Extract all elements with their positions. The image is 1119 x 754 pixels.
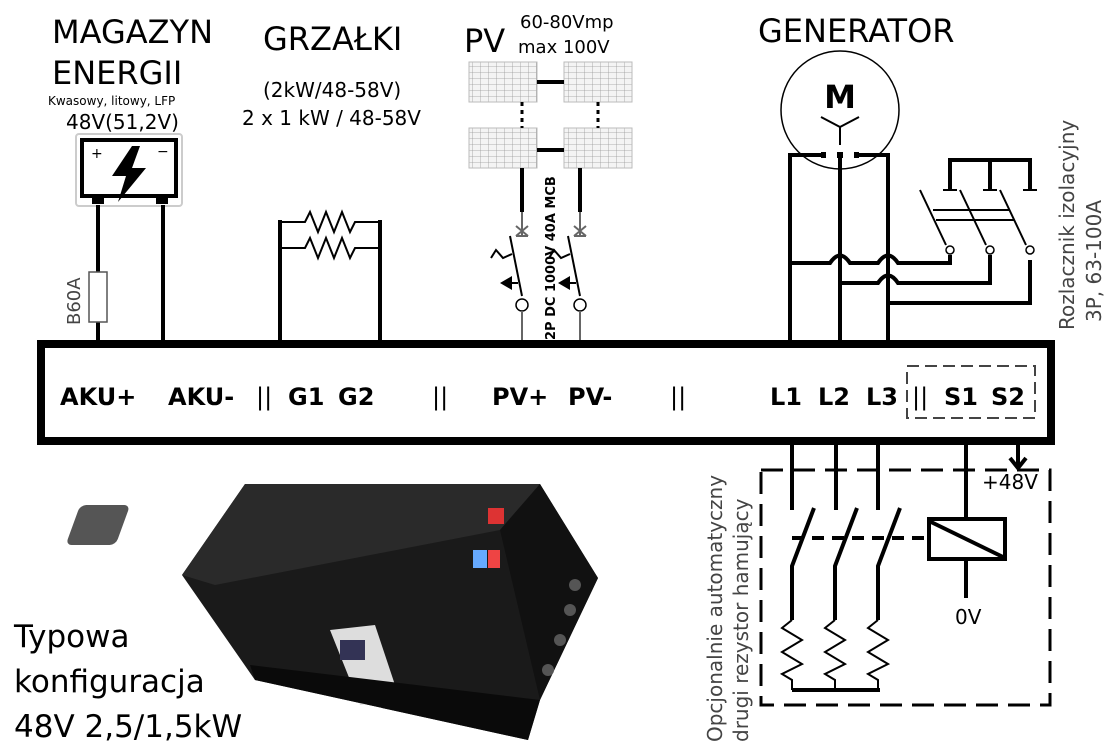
terminal-l1: L1	[770, 383, 802, 411]
terminal-pv-minus: PV-	[568, 383, 612, 411]
caption-line-2: konfiguracja	[14, 664, 205, 700]
motor-label: M	[824, 78, 856, 116]
generator-section: GENERATOR M Rozlacznik izolacyjny 3P, 63…	[758, 12, 1106, 343]
terminal-strip: AKU+ AKU- || G1 G2 || PV+ PV- || L1 L2 L…	[37, 340, 1055, 445]
zero-volt-label: 0V	[955, 605, 982, 629]
brake-label-1: Opcjonalnie automatyczny	[703, 475, 727, 742]
separator: ||	[432, 383, 448, 411]
pv-spec-1: 60-80Vmp	[520, 12, 614, 33]
disconnector-label-1: Rozlacznik izolacyjny	[1055, 120, 1079, 330]
terminal-l2: L2	[818, 383, 850, 411]
battery-section: MAGAZYN ENERGII Kwasowy, litowy, LFP 48V…	[48, 13, 213, 343]
relay-coil-icon	[927, 517, 1007, 561]
mcb-label: 2P DC 1000V 40A MCB	[544, 176, 559, 340]
pv-title: PV	[464, 22, 505, 60]
generator-title: GENERATOR	[758, 12, 954, 50]
terminal-l3: L3	[866, 383, 898, 411]
pv-section: PV 60-80Vmp max 100V	[464, 12, 633, 343]
caption-line-3: 48V 2,5/1,5kW	[14, 709, 242, 745]
separator: ||	[256, 383, 272, 411]
heaters-spec-1: (2kW/48-58V)	[263, 78, 401, 102]
caption: Typowa konfiguracja 48V 2,5/1,5kW	[13, 619, 242, 745]
caption-line-1: Typowa	[13, 619, 129, 655]
battery-types: Kwasowy, litowy, LFP	[48, 94, 175, 108]
terminal-aku-plus: AKU+	[60, 383, 136, 411]
brake-label-2: drugi rezystor hamujący	[729, 498, 753, 742]
motor-icon: M	[780, 50, 900, 170]
solar-panel-icons	[468, 61, 633, 169]
inverter-device-image	[67, 484, 598, 740]
battery-voltage: 48V(51,2V)	[66, 110, 179, 134]
terminal-pv-plus: PV+	[492, 383, 548, 411]
battery-plus-sign: +	[91, 146, 103, 162]
terminal-s1: S1	[944, 383, 978, 411]
battery-icon: + −	[75, 133, 183, 207]
disconnector-switch-icon	[919, 158, 1037, 255]
separator: ||	[670, 383, 686, 411]
resistor-icon	[779, 619, 891, 690]
brake-resistor-section: 0V +48V Opcjonalnie automatyczny drugi r…	[703, 442, 1052, 742]
terminal-aku-minus: AKU-	[168, 383, 234, 411]
fuse-label: B60A	[64, 277, 85, 325]
plus-48v-label: +48V	[982, 470, 1038, 494]
mcb-breaker-icon	[490, 212, 587, 343]
disconnector-label-2: 3P, 63-100A	[1082, 200, 1106, 322]
resistor-icon	[280, 209, 380, 261]
arrow-down-icon	[1008, 442, 1028, 472]
heaters-spec-2: 2 x 1 kW / 48-58V	[242, 106, 421, 130]
pv-spec-2: max 100V	[518, 37, 610, 58]
battery-title-1: MAGAZYN	[52, 13, 213, 51]
fuse-icon	[88, 271, 108, 323]
battery-minus-sign: −	[157, 144, 169, 160]
terminal-s2: S2	[991, 383, 1025, 411]
heaters-title: GRZAŁKI	[263, 20, 402, 58]
battery-title-2: ENERGII	[52, 54, 182, 92]
heaters-section: GRZAŁKI (2kW/48-58V) 2 x 1 kW / 48-58V	[242, 20, 421, 343]
separator: ||	[912, 383, 928, 411]
terminal-g2: G2	[338, 383, 374, 411]
terminal-g1: G1	[288, 383, 324, 411]
